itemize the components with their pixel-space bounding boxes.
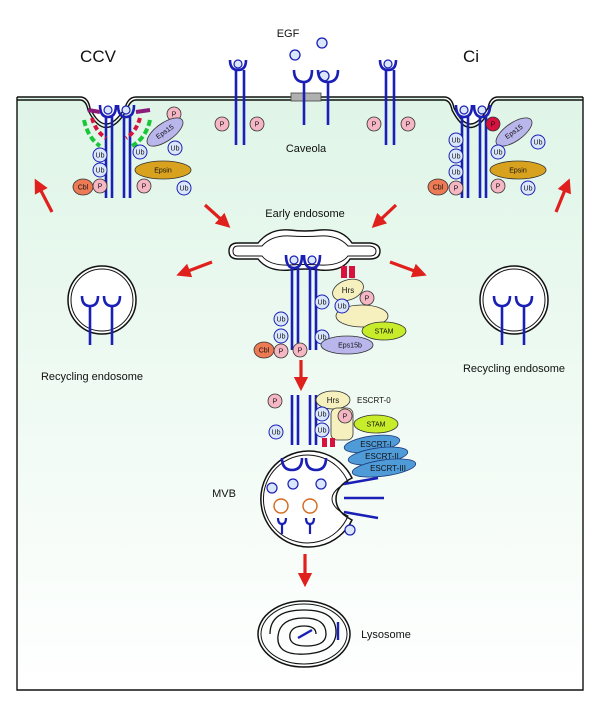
ccv-complex: P Eps15 Ub Epsin Ub Ub Ub Ub P Cbl P (72, 106, 192, 196)
ccv-label: CCV (80, 47, 117, 66)
svg-text:Eps15b: Eps15b (338, 343, 362, 350)
svg-text:P: P (98, 184, 103, 191)
mvb-label: MVB (212, 488, 236, 500)
svg-text:Cbl: Cbl (259, 348, 270, 355)
receptor-surface-3 (378, 59, 398, 145)
recycling-endosome-left-label: Recycling endosome (41, 371, 143, 383)
svg-text:Ub: Ub (318, 412, 327, 419)
arrow-ccv-recycle (34, 178, 54, 213)
svg-text:Hrs: Hrs (327, 396, 339, 405)
svg-text:Ub: Ub (534, 140, 543, 147)
svg-text:P: P (255, 122, 260, 129)
svg-text:P: P (406, 122, 411, 129)
svg-text:ESCRT-I: ESCRT-I (360, 440, 391, 449)
receptor-surface-2 (292, 69, 340, 125)
cytoplasm (17, 97, 583, 690)
receptor-surface-1 (228, 59, 248, 145)
arrow-early-to-recycle-left (176, 260, 213, 278)
lysosome (257, 600, 351, 668)
svg-text:Cbl: Cbl (78, 185, 89, 192)
lysosome-label: Lysosome (361, 629, 411, 641)
svg-text:STAM: STAM (367, 422, 386, 429)
svg-text:P: P (491, 122, 496, 129)
svg-text:Ub: Ub (452, 170, 461, 177)
ci-complex: P Eps15 Ub Ub Ub Ub Ub Epsin P Cbl P Ub (427, 116, 547, 196)
svg-text:P: P (298, 348, 303, 355)
arrow-ccv-to-early (203, 203, 231, 228)
arrow-ci-recycle (554, 178, 571, 213)
svg-text:P: P (372, 122, 377, 129)
early-endosome-receptor (284, 254, 322, 350)
svg-text:Ub: Ub (318, 428, 327, 435)
svg-text:Ub: Ub (272, 430, 281, 437)
svg-text:P: P (273, 399, 278, 406)
svg-text:Hrs: Hrs (342, 286, 354, 295)
svg-text:P: P (343, 414, 348, 421)
escrt-complex: P Ub Hrs ESCRT-0 Ub P Ub STAM ESCRT-I ES… (267, 390, 417, 478)
arrow-early-to-recycle-right (389, 260, 427, 278)
early-endosome-clathrin (341, 266, 355, 278)
svg-text:Epsin: Epsin (509, 168, 527, 175)
clathrin-coat (82, 108, 152, 148)
recycling-endosome-right-label: Recycling endosome (463, 363, 565, 375)
svg-text:Ub: Ub (318, 335, 327, 342)
arrow-ci-to-early (371, 203, 398, 228)
svg-text:Ub: Ub (180, 186, 189, 193)
early-endosome-label: Early endosome (265, 208, 345, 220)
bound-egf-top (103, 105, 487, 115)
mvb-receptors-upper (290, 395, 318, 445)
svg-text:Ub: Ub (494, 150, 503, 157)
svg-text:Ub: Ub (171, 146, 180, 153)
egf-label: EGF (277, 28, 300, 40)
svg-text:Ub: Ub (524, 186, 533, 193)
trafficking-arrows (34, 178, 571, 588)
svg-text:Ub: Ub (452, 154, 461, 161)
svg-text:Ub: Ub (452, 138, 461, 145)
svg-text:P: P (496, 184, 501, 191)
svg-text:Ub: Ub (277, 334, 286, 341)
svg-text:Epsin: Epsin (154, 168, 172, 175)
svg-text:Ub: Ub (96, 168, 105, 175)
svg-text:ESCRT-II: ESCRT-II (365, 452, 399, 461)
svg-text:P: P (142, 184, 147, 191)
svg-text:ESCRT-III: ESCRT-III (370, 464, 406, 473)
ci-label: Ci (463, 47, 479, 66)
svg-text:P: P (454, 186, 459, 193)
early-endosome-complex: Hrs P Ub STAM Ub Ub Eps15b Ub Ub P Cbl P (253, 278, 407, 359)
svg-text:P: P (172, 112, 177, 119)
caveola-label: Caveola (286, 143, 327, 155)
recycling-endosome-left (67, 265, 137, 345)
svg-text:P: P (365, 296, 370, 303)
caveolin-bar (290, 92, 322, 102)
recycling-endosome-right (479, 265, 549, 345)
surface-phosphates: P P P P (214, 116, 416, 132)
svg-text:P: P (279, 349, 284, 356)
svg-text:Ub: Ub (277, 317, 286, 324)
egf-ligands (289, 37, 330, 82)
mvb (260, 450, 384, 548)
svg-text:Ub: Ub (318, 300, 327, 307)
svg-text:P: P (220, 122, 225, 129)
escrt0-label: ESCRT-0 (357, 396, 391, 405)
svg-text:STAM: STAM (375, 329, 394, 336)
svg-text:Ub: Ub (96, 153, 105, 160)
svg-text:Cbl: Cbl (433, 185, 444, 192)
svg-text:Ub: Ub (136, 150, 145, 157)
svg-text:Ub: Ub (338, 304, 347, 311)
early-endosome-egf (289, 255, 317, 265)
